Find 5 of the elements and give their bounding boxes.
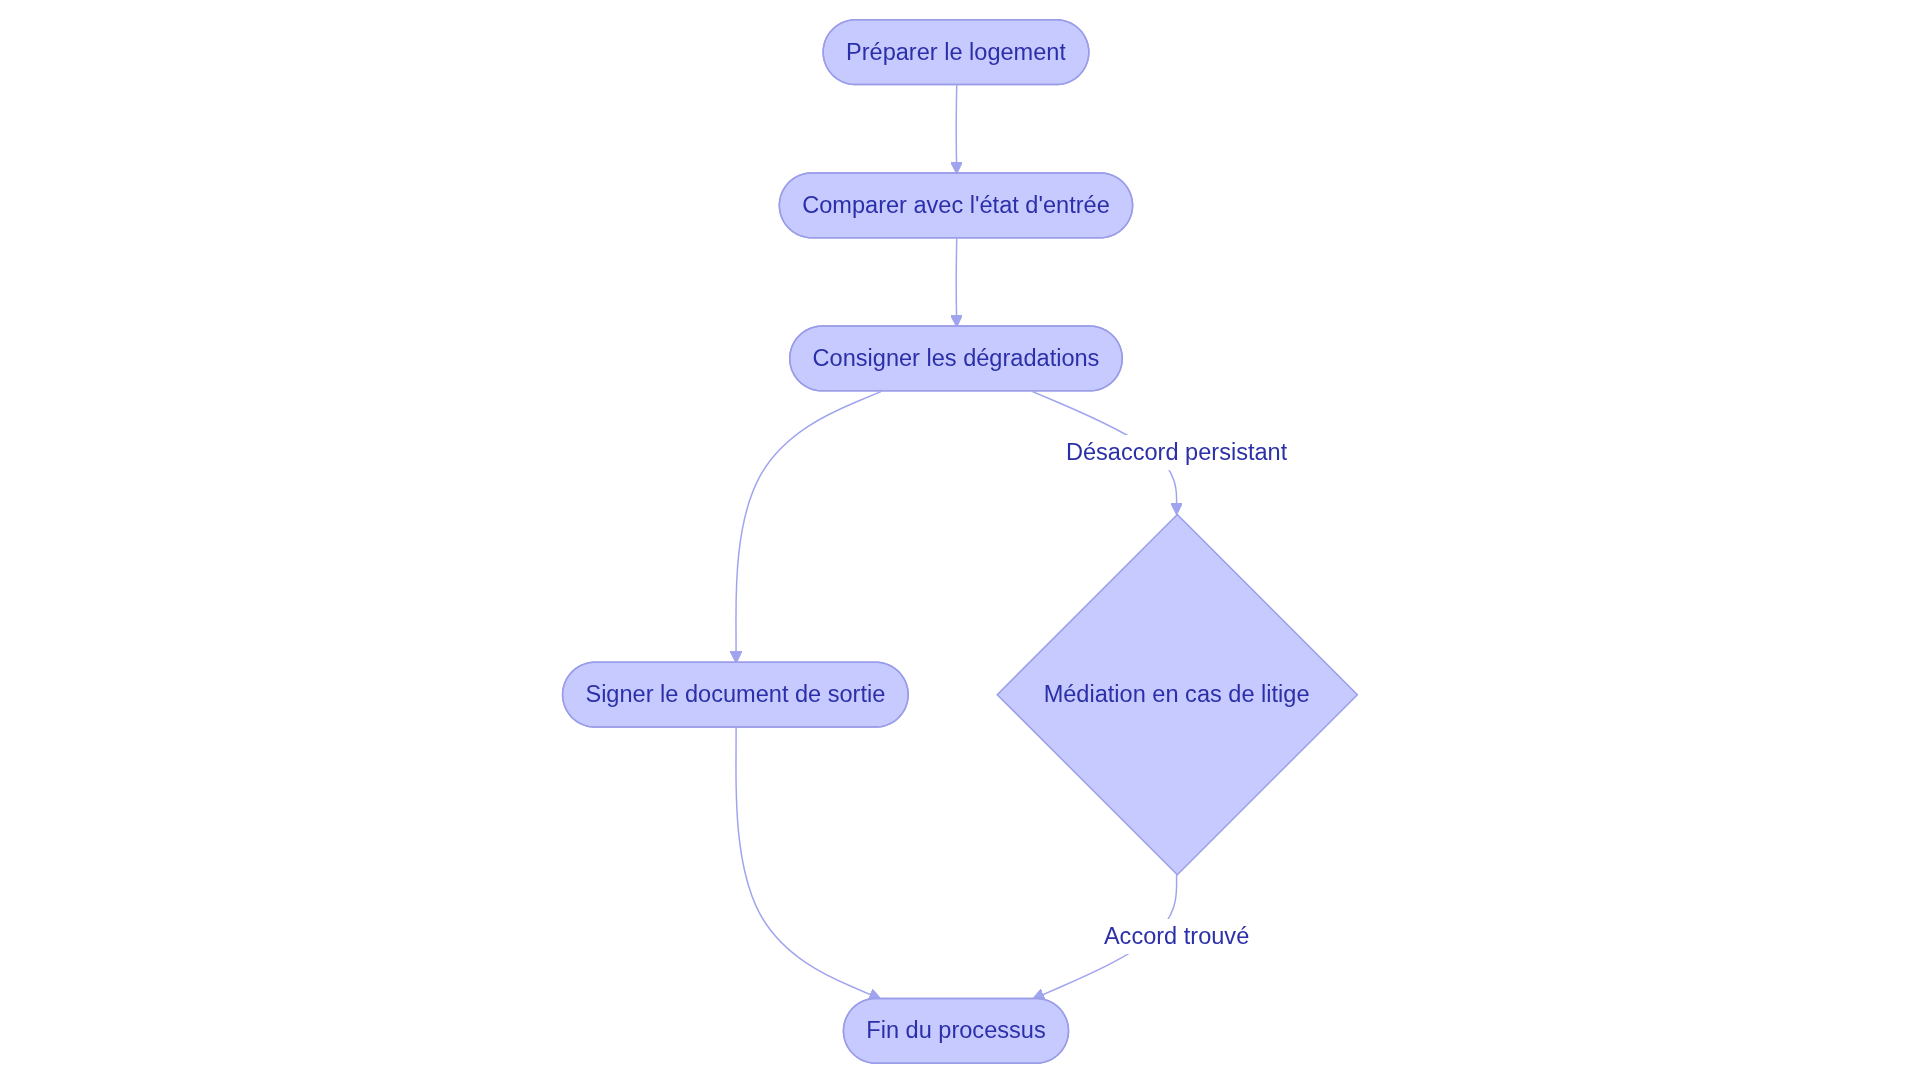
edge-label: Désaccord persistant (1065, 439, 1288, 465)
edge-label: Accord trouvé (1103, 923, 1250, 949)
arrow (729, 390, 882, 664)
arrow (950, 237, 963, 328)
node-diamond: Médiation en cas de litige (996, 513, 1359, 876)
